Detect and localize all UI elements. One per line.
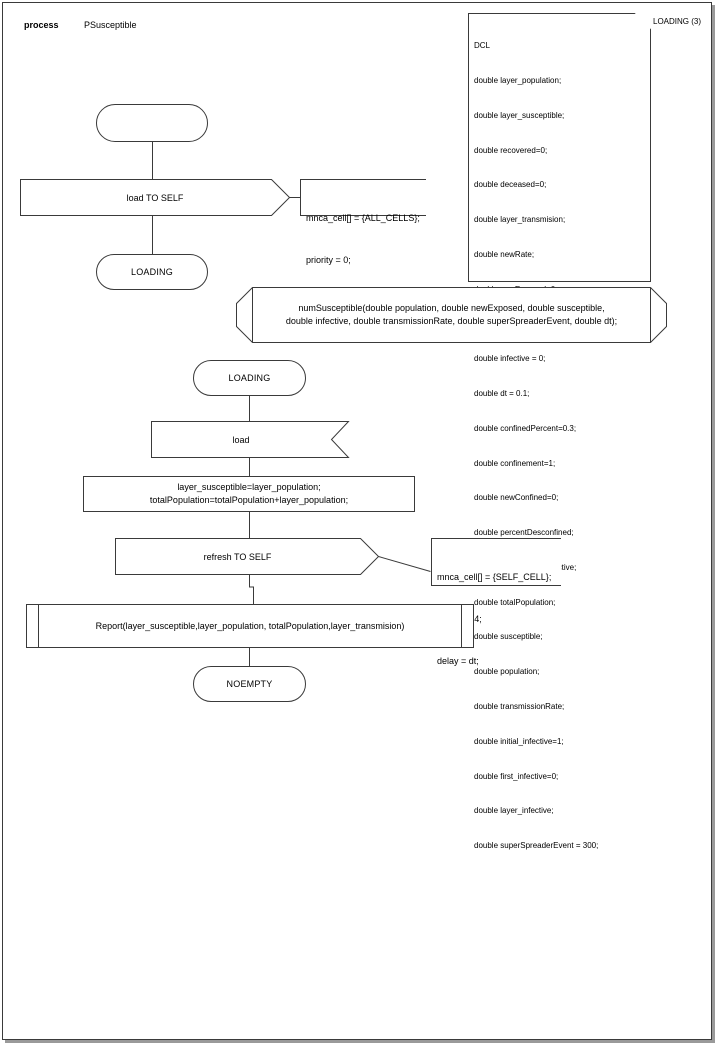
comment-load-self: mnca_cell[] = {ALL_CELLS}; priority = 0; <box>300 179 426 265</box>
connector-load-self-to-loading1 <box>152 216 153 254</box>
output-load-self[interactable]: load TO SELF <box>20 179 290 216</box>
dcl-line-2: double recovered=0; <box>474 145 548 155</box>
dcl-line-1: double layer_susceptible; <box>474 110 565 120</box>
output-load-self-label: load TO SELF <box>126 192 184 203</box>
state-noempty-label: NOEMPTY <box>226 679 273 689</box>
procedure-report[interactable]: Report(layer_susceptible,layer_populatio… <box>26 604 474 648</box>
connector-task-to-refresh <box>249 512 250 538</box>
comment-load-line-0: mnca_cell[] = {ALL_CELLS}; <box>306 213 420 223</box>
dcl-title: DCL <box>474 41 491 51</box>
process-keyword: process <box>24 20 59 30</box>
procedure-numsusceptible[interactable]: numSusceptible(double population, double… <box>253 287 650 343</box>
dcl-line-8: double infective = 0; <box>474 354 546 364</box>
dcl-line-9: double dt = 0.1; <box>474 389 530 398</box>
dcl-line-5: double newRate; <box>474 249 535 259</box>
procedure-report-left-bar <box>38 605 39 647</box>
task-assignments-line2: totalPopulation=totalPopulation+layer_po… <box>149 495 349 505</box>
comment-refresh-line-2: delay = dt; <box>437 656 479 666</box>
state-loading-2-label: LOADING <box>228 373 271 383</box>
dcl-line-11: double confinement=1; <box>474 458 556 468</box>
connector-start-to-load-self <box>152 142 153 179</box>
comment-refresh-line-0: mnca_cell[] = {SELF_CELL}; <box>437 572 552 582</box>
state-loading-1-label: LOADING <box>131 267 173 277</box>
state-noempty[interactable]: NOEMPTY <box>193 666 306 702</box>
dcl-line-12: double newConfined=0; <box>474 493 559 503</box>
procedure-report-label: Report(layer_susceptible,layer_populatio… <box>95 621 405 631</box>
dcl-line-17: double population; <box>474 667 540 677</box>
dcl-line-15: double totalPopulation; <box>474 597 556 607</box>
procedure-report-right-bar <box>461 605 462 647</box>
dcl-line-22: double superSpreaderEvent = 300; <box>474 841 599 851</box>
input-load-label: load <box>232 434 250 445</box>
dcl-line-20: double first_infective=0; <box>474 771 559 781</box>
dcl-line-10: double confinedPercent=0.3; <box>474 423 577 433</box>
task-assignments-line1: layer_susceptible=layer_population; <box>177 482 321 492</box>
start-symbol[interactable] <box>96 104 208 142</box>
dcl-line-19: double initial_infective=1; <box>474 736 564 746</box>
dcl-line-13: double percentDesconfined; <box>474 528 574 538</box>
comment-refresh-self: mnca_cell[] = {SELF_CELL}; priority = 4;… <box>431 538 561 666</box>
connector-input-load-to-task <box>249 458 250 476</box>
task-assignments[interactable]: layer_susceptible=layer_population; tota… <box>83 476 415 512</box>
state-loading-1[interactable]: LOADING <box>96 254 208 290</box>
input-load[interactable]: load <box>151 421 331 458</box>
state-loading-2[interactable]: LOADING <box>193 360 306 396</box>
dcl-line-18: double transmissionRate; <box>474 702 565 712</box>
dcl-line-4: double layer_transmision; <box>474 215 566 225</box>
process-name: PSusceptible <box>84 20 137 30</box>
dcl-line-3: double deceased=0; <box>474 180 547 190</box>
procedure-numsusceptible-line2: double infective, double transmissionRat… <box>285 316 618 326</box>
connector-report-to-noempty <box>249 648 250 666</box>
dcl-line-0: double layer_population; <box>474 75 562 85</box>
dcl-line-21: double layer_infective; <box>474 806 554 816</box>
dcl-line-16: double susceptible; <box>474 632 543 642</box>
procedure-numsusceptible-line1: numSusceptible(double population, double… <box>298 303 605 313</box>
dcl-corner-label: LOADING (3) <box>653 17 702 26</box>
output-refresh-self-label: refresh TO SELF <box>203 551 272 562</box>
comment-load-line-1: priority = 0; <box>306 255 351 265</box>
output-refresh-self[interactable]: refresh TO SELF <box>115 538 360 575</box>
connector-loading2-to-input-load <box>249 396 250 421</box>
